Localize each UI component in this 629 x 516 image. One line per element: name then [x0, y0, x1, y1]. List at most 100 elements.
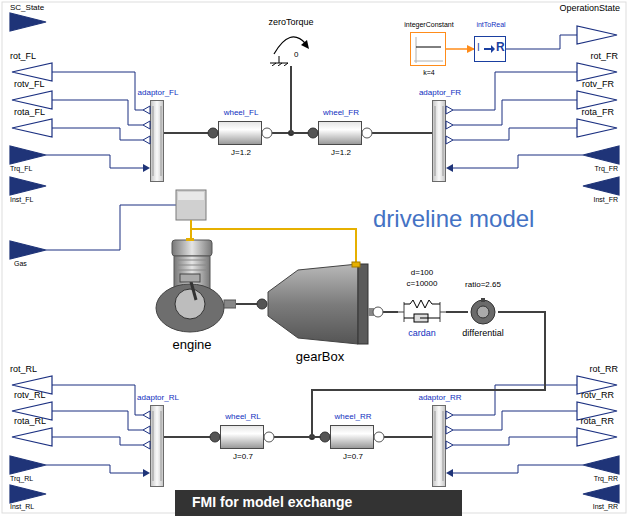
gear-symbol	[481, 298, 485, 302]
adaptor-pins	[435, 411, 436, 481]
parameter-text: J=1.2	[331, 148, 351, 157]
adaptor-pins	[443, 411, 444, 481]
adaptor-pins	[143, 469, 150, 477]
flange	[220, 425, 264, 449]
parameter-text: J=0.7	[233, 452, 253, 461]
convert-arrow	[484, 48, 491, 50]
signal-wire	[453, 411, 577, 430]
gearbox-illustration	[257, 299, 267, 309]
banner	[175, 490, 462, 516]
adaptor-pins	[446, 106, 453, 114]
torque-source-symbol	[274, 37, 306, 54]
signal-connector	[12, 428, 52, 446]
signal-name: rotv_FR	[582, 79, 614, 89]
shaft-connection	[236, 303, 258, 305]
component-name: wheel_RL	[225, 412, 261, 421]
engine-illustration	[186, 238, 194, 241]
signal-connector	[577, 119, 617, 137]
signal-wire	[46, 35, 583, 473]
signal-wire	[453, 155, 583, 168]
signal-connector	[12, 63, 52, 81]
signal-name: rota_FL	[14, 107, 45, 117]
adaptor-pins	[443, 106, 444, 176]
banner	[175, 490, 462, 516]
shaft-connection	[291, 66, 318, 133]
engine-illustration	[156, 284, 224, 332]
signal-connector	[10, 13, 46, 31]
constant-graph	[416, 37, 417, 63]
torque-source-symbol	[278, 63, 282, 66]
signal-name: Inst_FR	[593, 196, 618, 204]
shaft-connection	[262, 66, 291, 133]
signal-name: rotv_RL	[14, 390, 46, 400]
adaptor-pins	[161, 106, 162, 176]
component-name: adaptor_FR	[419, 88, 461, 97]
shaft-connection	[446, 311, 468, 313]
component-name: integerConstant	[404, 21, 453, 29]
engine-illustration	[224, 300, 236, 308]
engine-illustration	[148, 238, 236, 336]
signal-wire	[52, 100, 143, 125]
component-name: wheel_FR	[323, 108, 359, 117]
spring-damper-symbol	[440, 312, 446, 313]
adaptor-pins	[446, 426, 453, 434]
spring-damper-symbol	[404, 300, 440, 308]
signal-name: rotv_FL	[14, 79, 45, 89]
signal-connector	[577, 428, 617, 446]
parameter-text: k=4	[423, 69, 434, 77]
signal-name: rota_RL	[14, 416, 46, 426]
signal-connector	[12, 91, 52, 109]
gearbox-illustration	[358, 264, 368, 344]
flange	[218, 121, 262, 145]
parameter-text: 0	[294, 50, 298, 59]
adaptor-block: adaptor_FR	[432, 100, 446, 182]
gear-symbol	[477, 306, 489, 318]
torque-source-symbol	[268, 30, 314, 66]
engine-illustration	[172, 240, 212, 256]
constant-graph	[411, 33, 447, 67]
signal-name: Trq_FL	[10, 165, 32, 173]
signal-wire	[453, 465, 583, 473]
signal-wire	[506, 35, 577, 49]
signal-connector	[583, 485, 619, 503]
signal-connector	[583, 177, 619, 195]
gearbox-illustration	[373, 307, 383, 317]
signal-wire	[453, 72, 577, 110]
conversion-block: intToRealIR	[474, 36, 506, 62]
engine-illustration	[178, 270, 206, 271]
signal-connector	[583, 456, 619, 474]
spring-damper: d=100c=10000cardan	[398, 298, 446, 326]
signal-wire	[52, 128, 143, 140]
gear-symbol	[468, 298, 498, 326]
signal-name: rot_FR	[590, 51, 618, 61]
signal-connector	[583, 146, 619, 164]
spring-damper-symbol	[398, 312, 404, 313]
signal-name: OperationState	[559, 3, 620, 13]
flange	[374, 432, 384, 442]
gearbox-block: gearBox	[258, 262, 382, 346]
adaptor-pins	[153, 411, 154, 481]
spring-damper-symbol	[404, 302, 405, 322]
flange	[264, 432, 274, 442]
flange	[210, 432, 220, 442]
engine-illustration	[175, 289, 205, 319]
adaptor-pins	[153, 106, 154, 176]
signal-name: rot_RL	[10, 364, 37, 374]
signal-connector	[577, 26, 617, 44]
signal-wire	[46, 465, 143, 473]
component-name: engine	[172, 338, 211, 353]
signal-connector	[12, 119, 52, 137]
component-name: intToReal	[476, 21, 505, 29]
constant-block: integerConstantk=4	[410, 32, 446, 66]
inertia-block: wheel_RRJ=0.7	[330, 425, 374, 449]
adaptor-pins	[435, 106, 436, 176]
signal-name: Inst_RL	[10, 503, 34, 511]
shaft-connection	[382, 311, 398, 313]
inertia-block: wheel_FLJ=1.2	[218, 121, 262, 145]
flange	[208, 128, 218, 138]
component-name: zeroTorque	[268, 17, 313, 27]
signal-wire	[46, 155, 143, 168]
engine-illustration	[178, 260, 206, 261]
